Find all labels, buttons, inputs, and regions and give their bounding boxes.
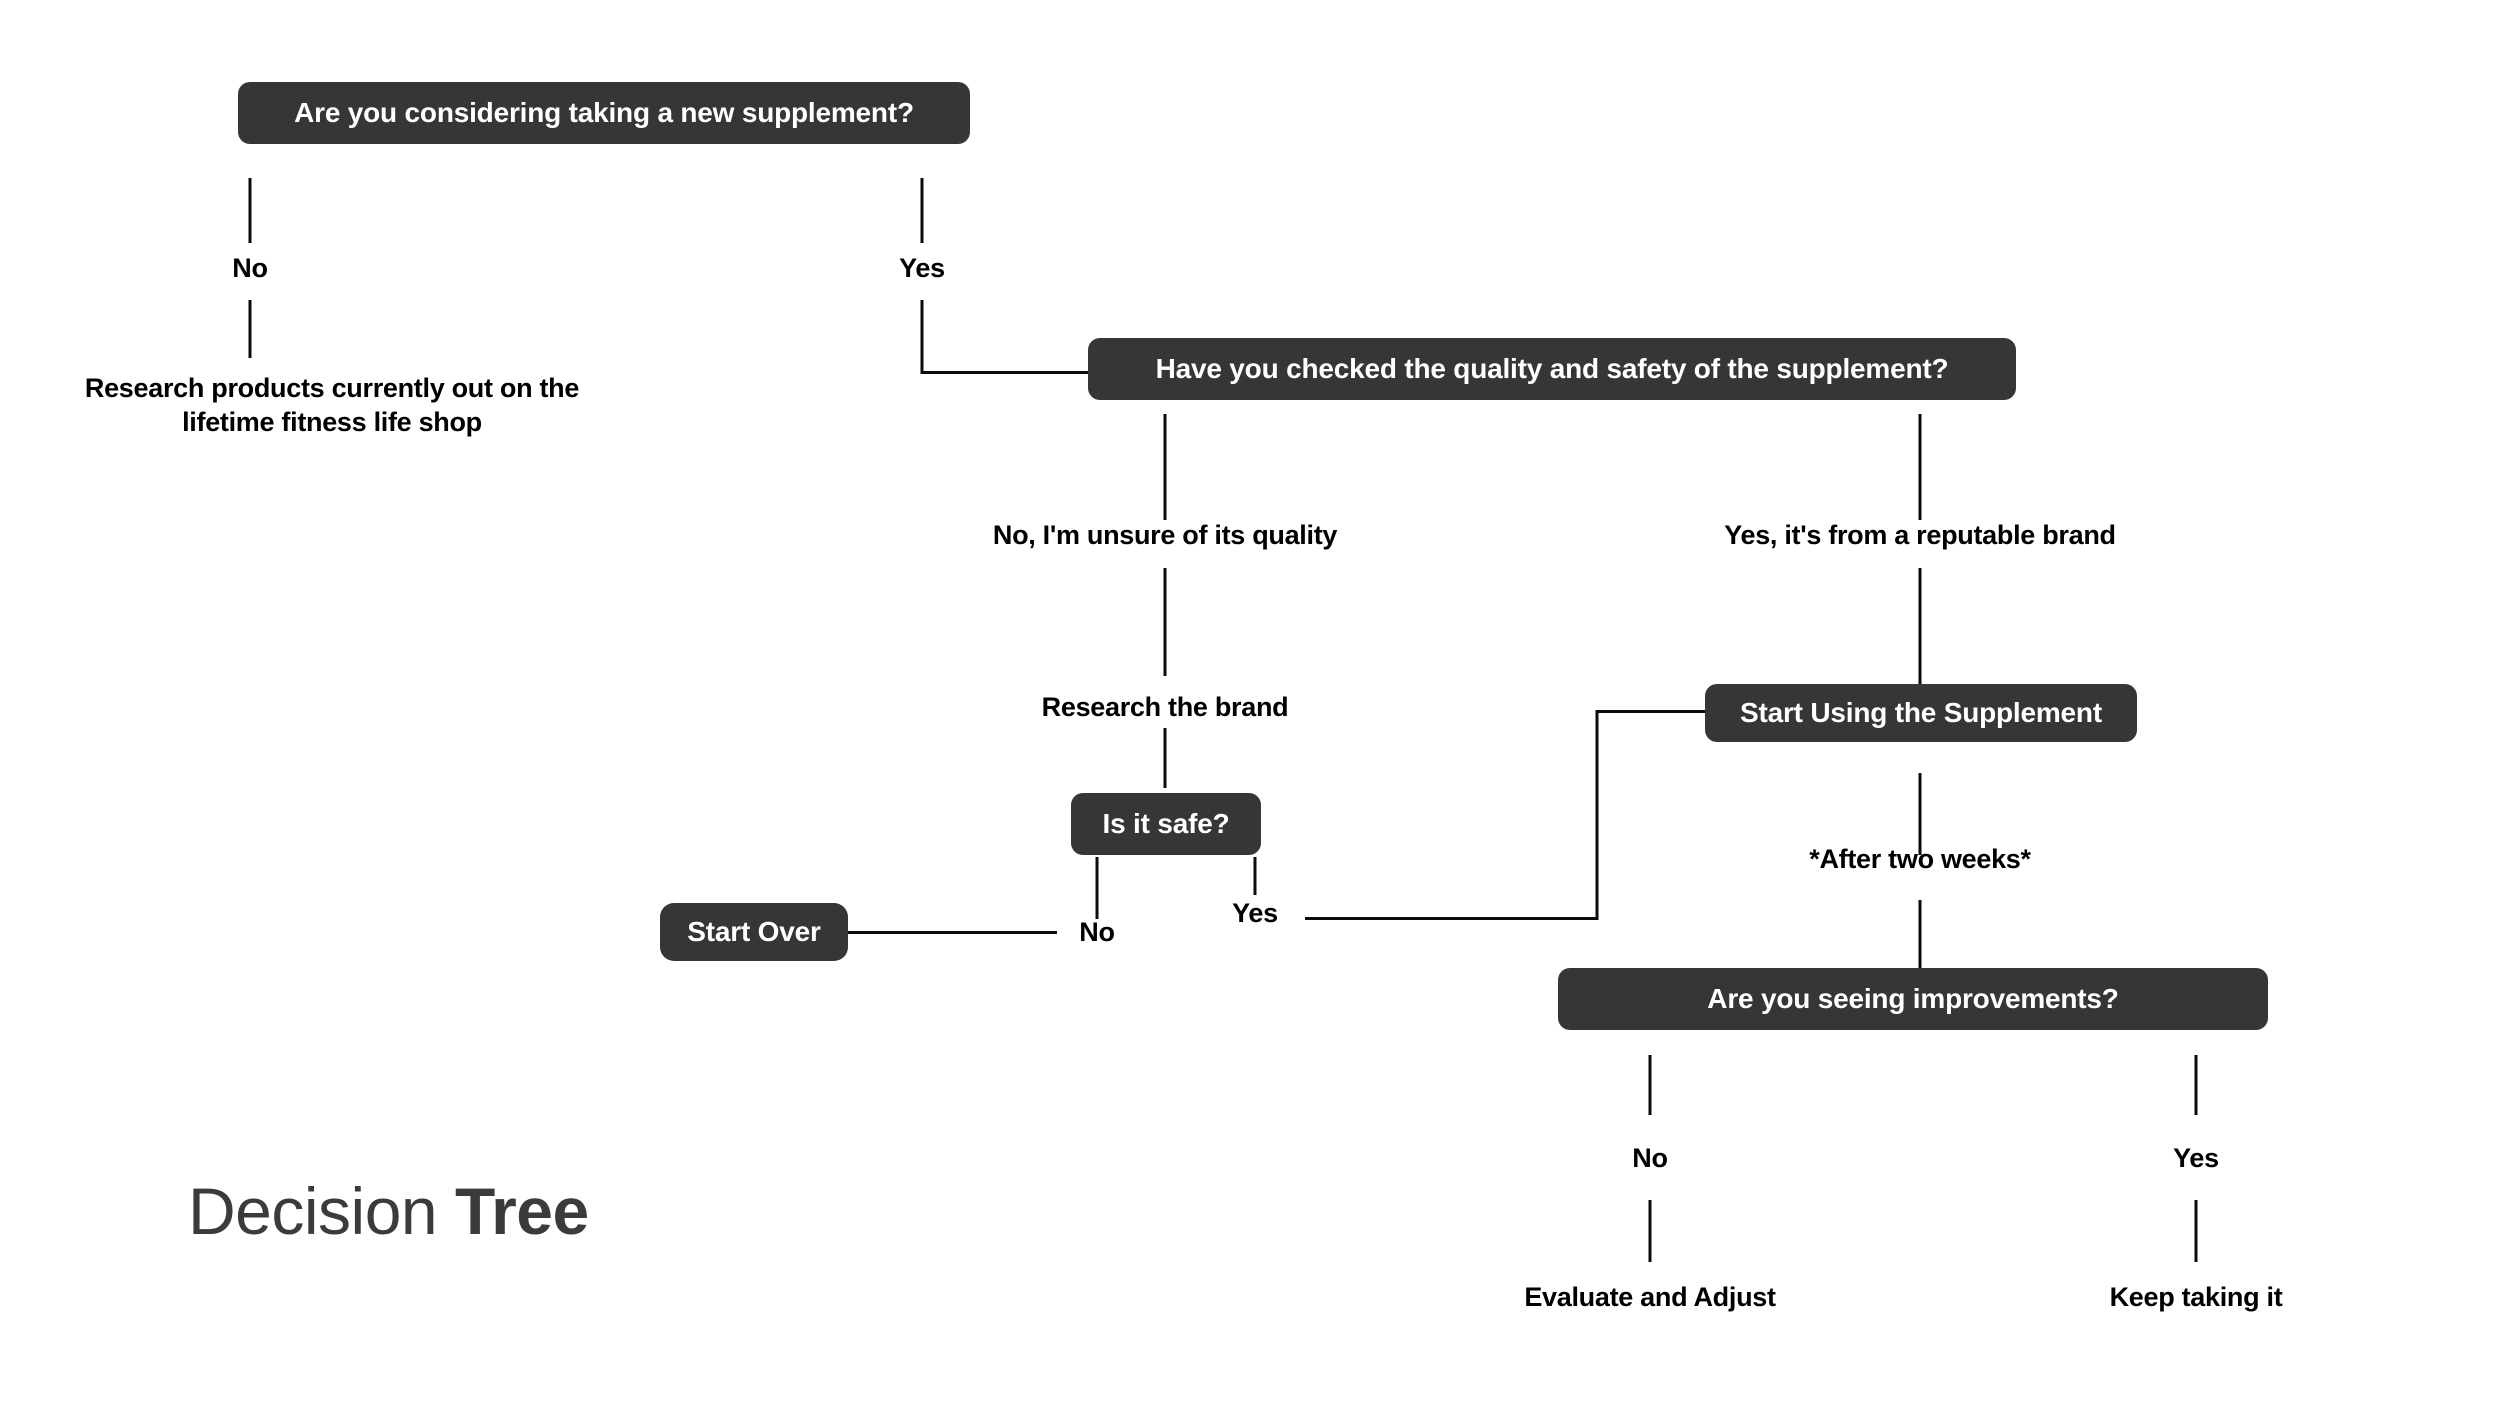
- connector-after-two-weeks-to-improvements: [1918, 900, 1922, 968]
- connector-improvements-to-yes: [2194, 1055, 2198, 1115]
- node-improvements[interactable]: Are you seeing improvements?: [1558, 968, 2268, 1030]
- connector-improvements-to-no: [1648, 1055, 1652, 1115]
- page-title-thin: Decision: [188, 1174, 438, 1248]
- connector-yes-to-start-using-horizontal-upper: [1596, 710, 1712, 713]
- connector-quality-to-yes-label: [1918, 414, 1922, 520]
- connector-root-to-no: [248, 178, 252, 243]
- connector-yes-elbow-horizontal: [921, 371, 1088, 374]
- label-research-brand: Research the brand: [1041, 692, 1289, 722]
- label-evaluate-adjust: Evaluate and Adjust: [1524, 1282, 1776, 1312]
- connector-research-brand-to-is-it-safe: [1163, 728, 1167, 788]
- label-research-products: Research products currently out on the l…: [84, 373, 580, 437]
- page-title-bold: Tree: [454, 1174, 589, 1248]
- label-safe-no: No: [1079, 917, 1115, 947]
- label-root-yes: Yes: [899, 253, 945, 283]
- connector-improvements-yes-to-keep-taking: [2194, 1200, 2198, 1262]
- connector-start-using-to-after-two-weeks: [1918, 773, 1922, 855]
- label-safe-yes: Yes: [1232, 898, 1278, 928]
- node-quality-check[interactable]: Have you checked the quality and safety …: [1088, 338, 2016, 400]
- connector-is-it-safe-to-no: [1095, 857, 1099, 919]
- connector-is-it-safe-to-yes: [1253, 857, 1257, 895]
- connector-no-to-research-products: [248, 300, 252, 358]
- connector-yes-elbow-vertical: [920, 300, 924, 374]
- connector-improvements-no-to-evaluate: [1648, 1200, 1652, 1262]
- connector-quality-no-to-research-brand: [1163, 568, 1167, 676]
- label-quality-yes: Yes, it's from a reputable brand: [1724, 520, 2116, 550]
- node-root[interactable]: Are you considering taking a new supplem…: [238, 82, 970, 144]
- node-start-using[interactable]: Start Using the Supplement: [1705, 684, 2137, 742]
- connector-quality-yes-to-start-using: [1918, 568, 1922, 684]
- label-keep-taking: Keep taking it: [2109, 1282, 2283, 1312]
- label-after-two-weeks: *After two weeks*: [1809, 844, 2031, 874]
- node-start-over[interactable]: Start Over: [660, 903, 848, 961]
- label-quality-no: No, I'm unsure of its quality: [992, 520, 1338, 550]
- label-improvements-yes: Yes: [2173, 1143, 2219, 1173]
- connector-yes-to-start-using-horizontal-lower: [1305, 917, 1597, 920]
- node-is-it-safe[interactable]: Is it safe?: [1071, 793, 1261, 855]
- label-improvements-no: No: [1632, 1143, 1668, 1173]
- connector-quality-to-no-label: [1163, 414, 1167, 520]
- label-root-no: No: [232, 253, 268, 283]
- connector-no-to-start-over: [848, 931, 1057, 934]
- page-title: Decision Tree: [188, 1173, 589, 1249]
- connector-yes-to-start-using-vertical: [1595, 710, 1599, 920]
- connector-root-to-yes: [920, 178, 924, 243]
